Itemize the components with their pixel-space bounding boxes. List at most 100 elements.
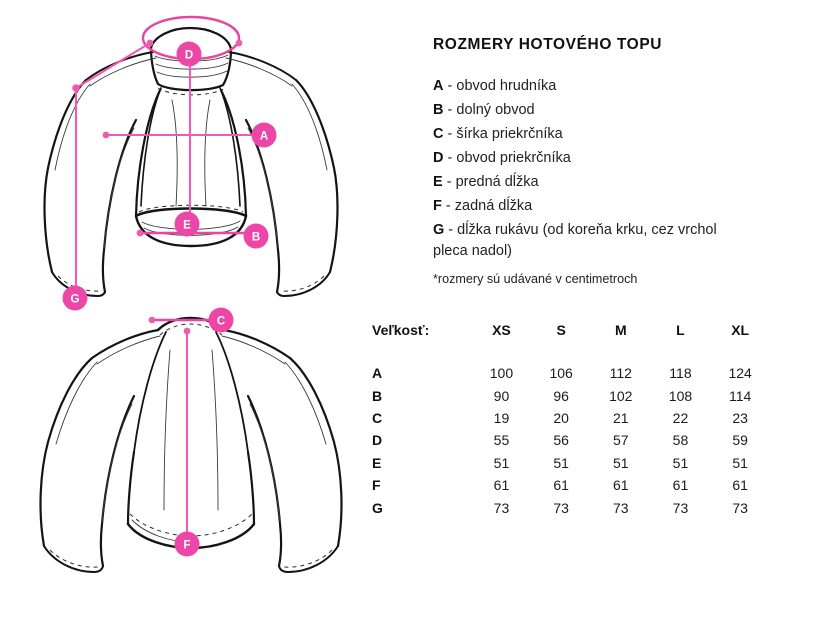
legend-text-g: dĺžka rukávu (od koreňa krku, cez vrchol… — [433, 222, 717, 259]
legend-item-g: G - dĺžka rukávu (od koreňa krku, cez vr… — [433, 220, 723, 261]
cell-f-m: 61 — [613, 477, 629, 494]
row-key-f: F — [372, 477, 381, 494]
legend-key-c: C — [433, 126, 444, 142]
units-note: *rozmery sú udávané v centimetroch — [433, 272, 638, 286]
size-table: Veľkosť: XS S M L XL A 100 106 112 118 1… — [370, 322, 770, 519]
legend-item-e: E - predná dĺžka — [433, 172, 793, 193]
size-table-head: Veľkosť: XS S M L XL — [370, 322, 770, 362]
cell-g-xs: 73 — [493, 499, 510, 516]
legend-text-e: predná dĺžka — [455, 174, 539, 190]
marker-f: F — [174, 531, 200, 557]
table-row: G 73 73 73 73 73 — [370, 496, 770, 518]
back-measure-lines — [148, 316, 219, 541]
table-row: E 51 51 51 51 51 — [370, 452, 770, 474]
marker-e-label: E — [183, 219, 191, 231]
table-row: D 55 56 57 58 59 — [370, 429, 770, 451]
legend-text-b: dolný obvod — [456, 102, 535, 118]
cell-c-xl: 23 — [732, 409, 748, 426]
row-key-d: D — [372, 432, 383, 449]
legend-key-d: D — [433, 150, 444, 166]
marker-d: D — [176, 41, 202, 67]
cell-d-m: 57 — [613, 432, 629, 449]
legend-text-f: zadná dĺžka — [454, 198, 533, 214]
marker-d-label: D — [185, 49, 193, 61]
cell-f-s: 61 — [553, 477, 569, 494]
cell-b-xl: 114 — [728, 387, 752, 404]
page-title: ROZMERY HOTOVÉHO TOPU — [433, 36, 663, 53]
table-row: B 90 96 102 108 114 — [370, 384, 770, 406]
legend-key-e: E — [433, 174, 443, 190]
front-marker-badges: D A E B G — [62, 41, 277, 311]
legend-item-c: C - šírka priekrčníka — [433, 124, 793, 145]
cell-g-l: 73 — [672, 499, 689, 516]
legend-key-a: A — [433, 78, 444, 94]
legend-sep-c: - — [443, 126, 457, 142]
cell-b-m: 102 — [609, 387, 633, 404]
legend-key-g: G — [433, 222, 445, 238]
marker-a-label: A — [260, 130, 268, 142]
marker-g: G — [62, 285, 88, 311]
size-column-header-xl: XL — [731, 322, 750, 338]
size-column-header-m: M — [614, 322, 627, 338]
size-table-body: A 100 106 112 118 124 B 90 96 102 108 11… — [370, 362, 770, 519]
row-key-a: A — [372, 365, 383, 382]
marker-c: C — [208, 307, 234, 333]
marker-a: A — [251, 122, 277, 148]
size-table-corner-label: Veľkosť: — [372, 322, 430, 338]
legend-text-c: šírka priekrčníka — [456, 126, 563, 142]
cell-c-l: 22 — [672, 409, 689, 426]
row-key-g: G — [372, 499, 383, 516]
row-key-e: E — [372, 454, 382, 471]
info-panel: ROZMERY HOTOVÉHO TOPU A - obvod hrudníka… — [433, 36, 793, 288]
cell-f-xl: 61 — [732, 477, 748, 494]
size-column-header-xs: XS — [492, 322, 511, 338]
cell-e-s: 51 — [553, 454, 569, 471]
marker-c-label: C — [217, 315, 225, 327]
cell-e-xl: 51 — [732, 454, 748, 471]
cell-c-s: 20 — [553, 409, 569, 426]
cell-g-xl: 73 — [732, 499, 748, 516]
garment-illustrations: D A E B G — [0, 0, 370, 620]
table-row: C 19 20 21 22 23 — [370, 407, 770, 429]
marker-e: E — [174, 211, 200, 237]
legend-text-d: obvod priekrčníka — [456, 150, 571, 166]
cell-g-m: 73 — [613, 499, 629, 516]
cell-f-l: 61 — [672, 477, 689, 494]
legend-sep-g: - — [444, 222, 458, 238]
legend-key-f: F — [433, 198, 442, 214]
legend-key-b: B — [433, 102, 444, 118]
cell-c-xs: 19 — [493, 409, 510, 426]
size-table-header-row: Veľkosť: XS S M L XL — [370, 322, 770, 362]
cell-d-xs: 55 — [493, 432, 510, 449]
cell-d-l: 58 — [672, 432, 689, 449]
legend-item-f: F - zadná dĺžka — [433, 196, 793, 217]
cell-e-xs: 51 — [493, 454, 510, 471]
cell-d-s: 56 — [553, 432, 569, 449]
cell-a-xs: 100 — [489, 365, 514, 382]
legend-item-a: A - obvod hrudníka — [433, 76, 793, 97]
marker-b: B — [243, 223, 269, 249]
cell-e-m: 51 — [613, 454, 629, 471]
legend-sep-b: - — [443, 102, 457, 118]
cell-f-xs: 61 — [493, 477, 510, 494]
legend-sep-a: - — [443, 78, 457, 94]
legend-item-b: B - dolný obvod — [433, 100, 793, 121]
table-row: F 61 61 61 61 61 — [370, 474, 770, 496]
size-column-header-l: L — [676, 322, 685, 338]
row-key-b: B — [372, 387, 383, 404]
row-key-c: C — [372, 409, 383, 426]
legend-text-a: obvod hrudníka — [456, 78, 557, 94]
legend-sep-d: - — [443, 150, 457, 166]
size-column-header-s: S — [556, 322, 566, 338]
cell-b-s: 96 — [553, 387, 569, 404]
cell-a-xl: 124 — [728, 365, 752, 382]
cell-g-s: 73 — [553, 499, 569, 516]
cell-b-l: 108 — [668, 387, 693, 404]
cell-b-xs: 90 — [493, 387, 510, 404]
marker-b-label: B — [252, 231, 260, 243]
back-marker-badges: C F — [174, 307, 234, 557]
front-view-drawing — [43, 26, 339, 297]
cell-d-xl: 59 — [732, 432, 748, 449]
table-row: A 100 106 112 118 124 — [370, 362, 770, 384]
legend-item-d: D - obvod priekrčníka — [433, 148, 793, 169]
